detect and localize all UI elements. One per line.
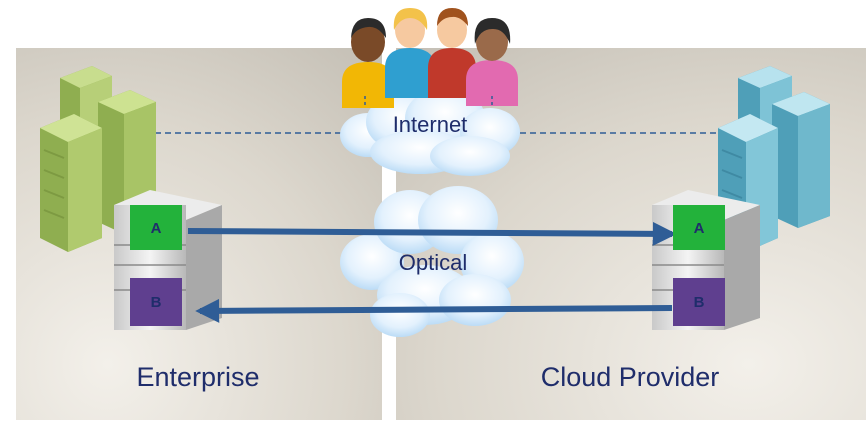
users-group-icon [342,8,518,108]
optical-cloud-icon [340,186,524,337]
user-icon [342,18,394,108]
enterprise-label: Enterprise [136,362,259,392]
enterprise-port-a: A [130,205,182,250]
port-label: B [151,294,162,311]
port-label: A [151,220,162,237]
optical-arrow-a-to-a [187,221,677,246]
internet-label: Internet [393,112,468,137]
user-icon [428,8,476,98]
cloud-port-a: A [673,205,725,250]
optical-arrow-b-to-b [195,298,673,323]
enterprise-port-b: B [130,278,182,326]
cloud-provider-label: Cloud Provider [541,362,720,392]
port-label: A [694,220,705,237]
enterprise-servers-icon [40,66,156,252]
user-icon [466,18,518,106]
optical-label: Optical [399,250,467,275]
port-label: B [694,294,705,311]
cloud-port-b: B [673,278,725,326]
user-icon [385,8,435,98]
